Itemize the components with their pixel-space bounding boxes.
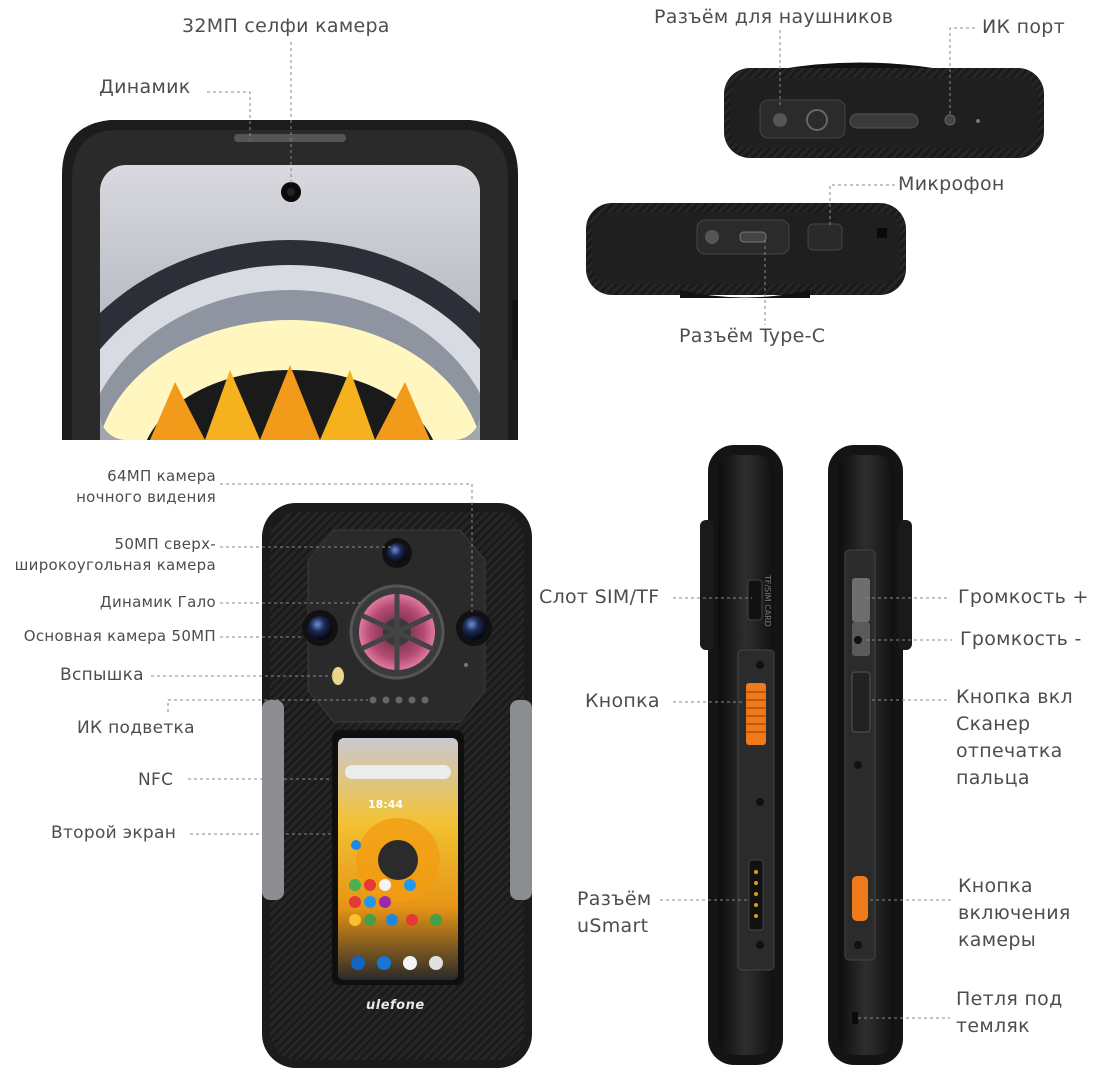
label-ultrawide-line1: 50МП сверх- xyxy=(114,535,216,553)
top-edge-view xyxy=(724,62,1044,158)
label-sim-slot: Слот SIM/TF xyxy=(539,586,660,608)
label-power-line4: пальца xyxy=(956,767,1030,789)
sim-tray-print: TF/SIM CARD xyxy=(763,575,772,627)
label-headphone-jack: Разъём для наушников xyxy=(654,6,894,28)
label-flash: Вспышка xyxy=(60,665,144,685)
label-volume-up: Громкость + xyxy=(958,586,1089,608)
label-main-camera: Основная камера 50МП xyxy=(23,627,216,645)
label-speaker: Динамик xyxy=(99,76,191,98)
label-power-line1: Кнопка вкл xyxy=(956,686,1073,708)
label-ultrawide-camera: 50МП сверх- широкоугольная камера xyxy=(0,534,216,576)
bottom-edge-view xyxy=(586,203,906,298)
label-second-screen: Второй экран xyxy=(51,823,177,843)
label-lanyard-line2: темляк xyxy=(956,1015,1030,1037)
label-usmart-line1: Разъём xyxy=(577,888,652,910)
label-ir-port: ИК порт xyxy=(982,16,1066,38)
label-power-button: Кнопка вкл Сканер отпечатка пальца xyxy=(956,684,1073,792)
label-microphone: Микрофон xyxy=(898,173,1005,195)
label-ultrawide-line2: широкоугольная камера xyxy=(14,556,216,574)
left-side-view xyxy=(700,445,783,1065)
label-ir-illuminator: ИК подветка xyxy=(77,718,195,738)
mini-screen-clock: 18:44 xyxy=(368,798,404,811)
label-camera-button-line3: камеры xyxy=(958,929,1037,951)
label-power-line3: отпечатка xyxy=(956,740,1063,762)
back-phone xyxy=(262,503,532,1068)
label-lanyard-line1: Петля под xyxy=(956,988,1063,1010)
label-volume-down: Громкость - xyxy=(960,628,1082,650)
label-custom-button: Кнопка xyxy=(585,690,660,712)
label-power-line2: Сканер xyxy=(956,713,1031,735)
label-nfc: NFC xyxy=(138,770,174,790)
label-type-c: Разъём Type-C xyxy=(679,325,826,347)
label-halo-speaker: Динамик Гало xyxy=(99,593,216,611)
label-camera-button-line2: включения xyxy=(958,902,1071,924)
label-night-camera-line1: 64МП камера xyxy=(107,467,216,485)
label-usmart-connector: Разъём uSmart xyxy=(577,886,651,940)
front-phone xyxy=(62,120,518,440)
label-usmart-line2: uSmart xyxy=(577,915,649,937)
label-selfie-camera: 32МП селфи камера xyxy=(182,15,390,37)
label-camera-button-line1: Кнопка xyxy=(958,875,1033,897)
label-lanyard-loop: Петля под темляк xyxy=(956,986,1063,1040)
mini-screen-app-icons xyxy=(349,879,443,970)
label-camera-button: Кнопка включения камеры xyxy=(958,873,1071,954)
brand-logo: ulefone xyxy=(366,998,425,1013)
right-side-view xyxy=(828,445,912,1065)
label-night-camera-line2: ночного видения xyxy=(76,488,216,506)
label-night-camera: 64МП камера ночного видения xyxy=(0,466,216,508)
leader-lines xyxy=(151,27,975,1019)
